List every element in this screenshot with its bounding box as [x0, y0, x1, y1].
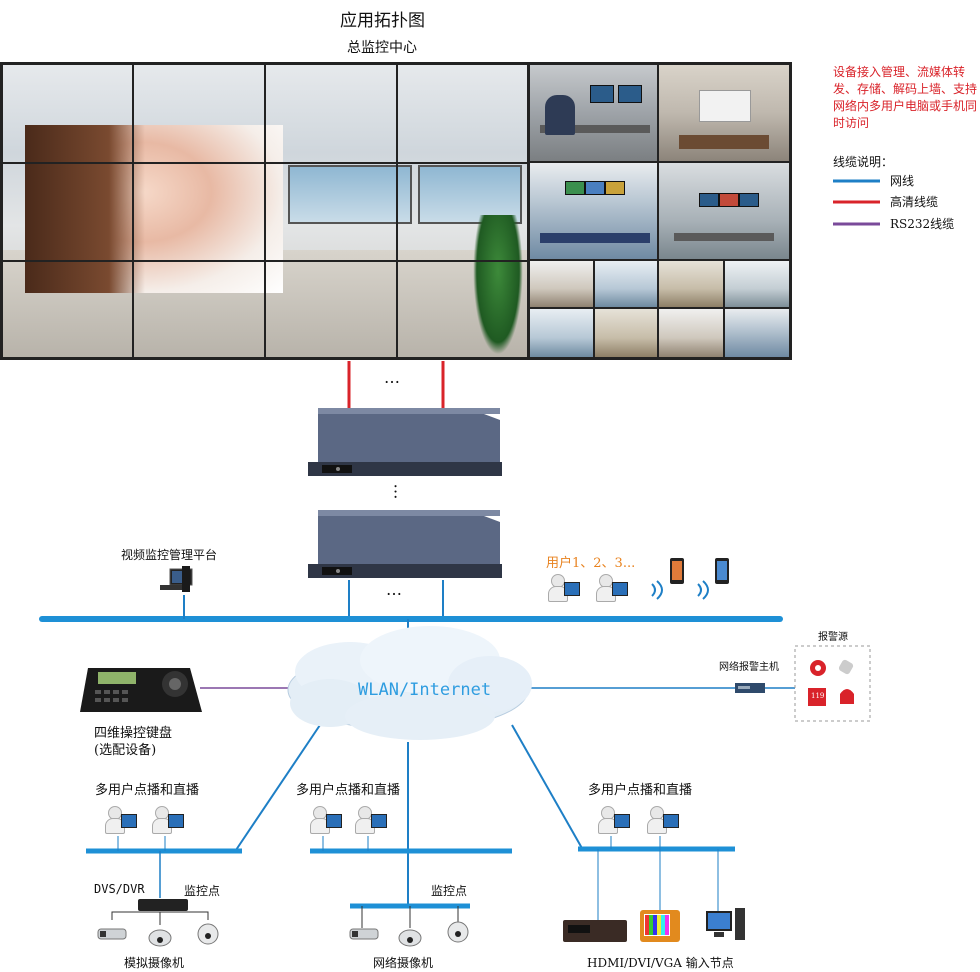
cloud-to-left-branch — [235, 724, 321, 851]
user-pc-icon — [310, 806, 342, 836]
user-pc-icon — [355, 806, 387, 836]
user-pc-icon — [647, 806, 679, 836]
user-pc-icon — [598, 806, 630, 836]
vod-right-label: 多用户点播和直播 — [588, 783, 693, 798]
user-pc-icon — [596, 574, 628, 604]
input-node-label: HDMI/DVI/VGA 输入节点 — [587, 956, 734, 970]
alarm-host-icon — [735, 683, 765, 693]
network-bullet-camera-icon — [349, 928, 379, 940]
wall-tile-office-4 — [725, 261, 789, 307]
alarm-light-icon — [840, 689, 854, 704]
platform-pc-icon — [160, 566, 193, 592]
user-pc-icon — [105, 806, 137, 836]
monitor-point-mid-label: 监控点 — [431, 884, 468, 898]
network-camera-label: 网络摄像机 — [373, 956, 434, 970]
phone-icon-2 — [715, 558, 729, 584]
alarm-source-label: 报警源 — [818, 632, 848, 643]
alarm-source-box — [794, 645, 871, 722]
legend-label-hd: 高清线缆 — [890, 195, 939, 209]
keyboard-note: (选配设备) — [94, 743, 157, 758]
analog-camera-label: 模拟摄像机 — [124, 956, 185, 970]
alarm-119-label: 119 — [811, 692, 825, 700]
dvr-icon — [138, 899, 188, 911]
legend-label-network: 网线 — [890, 174, 915, 188]
platform-label: 视频监控管理平台 — [121, 548, 218, 562]
ellipsis-bottom: … — [386, 580, 402, 599]
legend-label-rs232: RS232线缆 — [890, 217, 955, 231]
wall-tile-office-7 — [659, 309, 723, 357]
decoder-server-top — [308, 408, 502, 476]
fire-alarm-icon — [808, 688, 826, 706]
wall-tile-meeting-room — [659, 65, 789, 161]
hdmi-encoder-icon — [563, 920, 627, 942]
alarm-host-label: 网络报警主机 — [719, 662, 779, 673]
user-pc-icon — [152, 806, 184, 836]
ptz-keyboard-icon — [80, 668, 202, 712]
vod-left-label: 多用户点播和直播 — [95, 783, 200, 798]
analog-bullet-camera-icon — [97, 928, 127, 940]
diagram-title: 应用拓扑图 — [340, 11, 425, 31]
alarm-bell-icon — [810, 660, 826, 676]
legend-title: 线缆说明： — [833, 155, 894, 169]
smoke-detector-icon — [838, 659, 854, 675]
wifi-icon-2 — [697, 580, 709, 600]
system-description: 设备接入管理、流媒体转发、存储、解码上墙、支持网络内多用户电脑或手机同时访问 — [833, 65, 978, 130]
analog-ptz-camera-icon — [197, 923, 219, 945]
cloud-label: WLAN/Internet — [358, 680, 492, 700]
wall-tile-office-3 — [659, 261, 723, 307]
wall-tile-office-2 — [595, 261, 657, 307]
ellipsis-top: … — [384, 368, 400, 387]
users-label: 用户1、2、3... — [546, 556, 636, 571]
monitor-point-left-label: 监控点 — [184, 884, 221, 898]
vod-mid-label: 多用户点播和直播 — [296, 783, 401, 798]
user-pc-icon — [548, 574, 580, 604]
wall-tile-control-room — [530, 65, 657, 161]
phone-icon-1 — [670, 558, 684, 584]
network-dome-camera-icon — [398, 929, 422, 947]
wall-tile-office-5 — [530, 309, 593, 357]
dvs-dvr-label: DVS/DVR — [94, 882, 145, 896]
wall-tile-office-6 — [595, 309, 657, 357]
ellipsis-middle: … — [390, 483, 410, 500]
decoder-server-bottom — [308, 510, 502, 578]
tv-icon — [640, 910, 680, 942]
wall-tile-office-1 — [530, 261, 593, 307]
plant-image — [473, 215, 523, 355]
wifi-icon-1 — [651, 580, 663, 600]
wall-tile-office-8 — [725, 309, 789, 357]
video-wall — [0, 62, 792, 360]
network-ptz-camera-icon — [447, 921, 469, 943]
control-center-label: 总监控中心 — [347, 40, 417, 56]
keyboard-label: 四维操控键盘 — [94, 726, 173, 741]
cloud-to-right-branch — [511, 724, 584, 851]
desktop-pc-icon — [706, 908, 745, 940]
video-wall-main-image — [3, 65, 527, 357]
analog-dome-camera-icon — [148, 929, 172, 947]
wall-tile-monitoring-hall — [530, 163, 657, 259]
cloud-icon — [287, 626, 532, 740]
wall-tile-command-center — [659, 163, 789, 259]
